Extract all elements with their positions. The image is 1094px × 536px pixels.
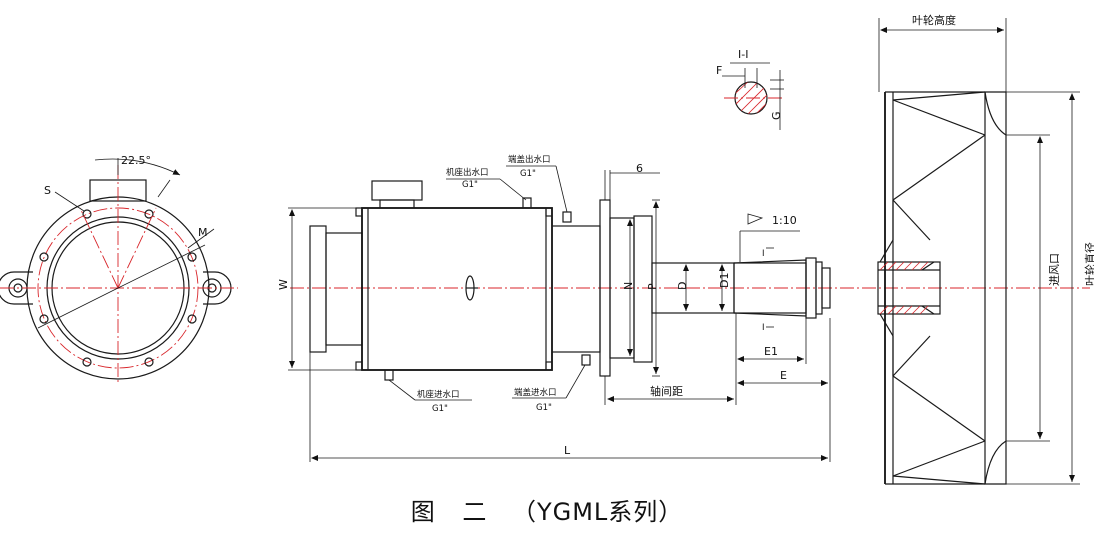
- d-dimension: D: [676, 282, 689, 290]
- base-outlet-size: G1": [462, 180, 478, 190]
- s-label: S: [44, 184, 51, 197]
- impeller-view: [840, 18, 1090, 485]
- figure-caption: 图 二 （YGML系列）: [0, 492, 1094, 527]
- impeller-height-label: 叶轮高度: [912, 13, 956, 27]
- base-inlet-label: 机座进水口: [417, 389, 460, 400]
- base-outlet-label: 机座出水口: [446, 167, 489, 178]
- bolt-holes: [39, 209, 197, 367]
- side-dimensions: [288, 199, 831, 462]
- shaft-distance-label: 轴间距: [650, 384, 683, 398]
- section-i-i: [722, 62, 784, 130]
- e1-dimension: E1: [764, 345, 778, 358]
- caption-fig: 图: [410, 498, 436, 526]
- hub-hatch: [879, 261, 929, 315]
- motor-side-view: [290, 170, 850, 381]
- cap-inlet-size: G1": [536, 403, 552, 413]
- l-dimension: L: [564, 444, 571, 457]
- caption-number: 二: [462, 498, 488, 526]
- angle-label: 22.5°: [121, 154, 151, 167]
- d1-dimension: D1: [718, 273, 731, 288]
- f-dimension: F: [716, 64, 722, 77]
- water-port-leaders: [388, 165, 586, 401]
- section-mark-top: I: [762, 249, 765, 259]
- e-dimension: E: [780, 369, 787, 382]
- cap-outlet-size: G1": [520, 169, 536, 179]
- g-dimension: G: [770, 111, 783, 120]
- cap-inlet-label: 端盖进水口: [514, 387, 557, 398]
- impeller-diameter-label: 叶轮直径: [1083, 242, 1094, 286]
- taper-label: 1:10: [772, 214, 797, 227]
- m-label: M: [198, 226, 208, 239]
- p-dimension: P: [646, 283, 659, 290]
- base-inlet-size: G1": [432, 404, 448, 414]
- cap-outlet-label: 端盖出水口: [508, 154, 551, 165]
- flange-end-view: [0, 158, 238, 384]
- six-dimension: 6: [636, 162, 643, 175]
- caption-series: （YGML系列）: [511, 498, 684, 526]
- section-title: I-I: [738, 48, 748, 61]
- inlet-label: 进风口: [1048, 253, 1061, 286]
- w-dimension: W: [277, 279, 290, 290]
- section-mark-bottom: I: [762, 323, 765, 333]
- n-dimension: N: [622, 282, 635, 290]
